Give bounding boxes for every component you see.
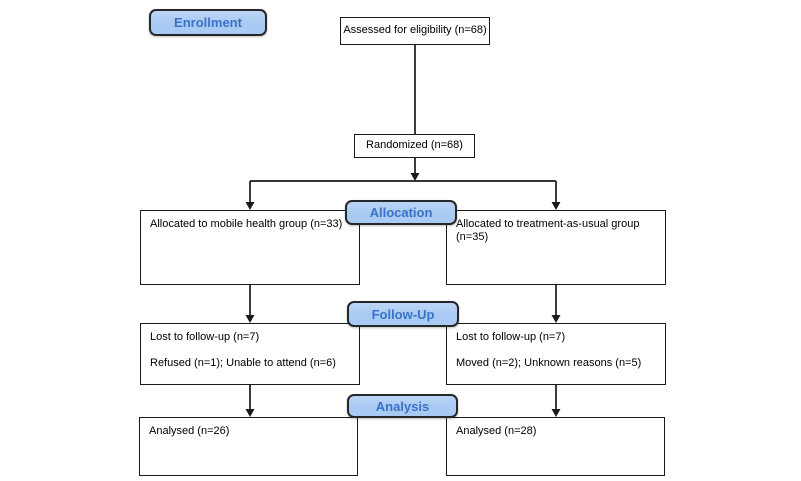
followup-right-box: Lost to follow-up (n=7) Moved (n=2); Unk… (446, 323, 666, 385)
allocation-right-box: Allocated to treatment-as-usual group (n… (446, 210, 666, 285)
analysis-right-text: Analysed (n=28) (456, 425, 537, 437)
followup-left-line1: Lost to follow-up (n=7) (150, 331, 260, 343)
followup-badge: Follow-Up (347, 301, 459, 327)
allocation-right-text: Allocated to treatment-as-usual group (n… (456, 218, 640, 244)
randomized-box: Randomized (n=68) (354, 134, 475, 158)
followup-left-line2: Refused (n=1); Unable to attend (n=6) (150, 357, 336, 370)
analysis-left-text: Analysed (n=26) (149, 425, 230, 437)
followup-right-line2: Moved (n=2); Unknown reasons (n=5) (456, 357, 642, 370)
allocation-badge: Allocation (345, 200, 457, 225)
analysis-badge: Analysis (347, 394, 458, 418)
arrowhead-fu-left (245, 315, 255, 323)
arrowhead-analysis-left (245, 409, 255, 417)
analysis-left-box: Analysed (n=26) (139, 417, 358, 476)
arrowhead-branch (410, 173, 420, 181)
arrowhead-fu-right (551, 315, 561, 323)
assessed-eligibility-text: Assessed for eligibility (n=68) (343, 24, 487, 37)
analysis-right-box: Analysed (n=28) (446, 417, 665, 476)
arrowhead-alloc-right (551, 202, 561, 210)
allocation-left-box: Allocated to mobile health group (n=33) (140, 210, 360, 285)
randomized-text: Randomized (n=68) (366, 139, 463, 152)
arrowhead-alloc-left (245, 202, 255, 210)
followup-left-box: Lost to follow-up (n=7) Refused (n=1); U… (140, 323, 360, 385)
arrowhead-analysis-right (551, 409, 561, 417)
followup-right-line1: Lost to follow-up (n=7) (456, 331, 566, 343)
allocation-left-text: Allocated to mobile health group (n=33) (150, 218, 343, 230)
enrollment-badge: Enrollment (149, 9, 267, 36)
assessed-eligibility-box: Assessed for eligibility (n=68) (340, 17, 490, 45)
